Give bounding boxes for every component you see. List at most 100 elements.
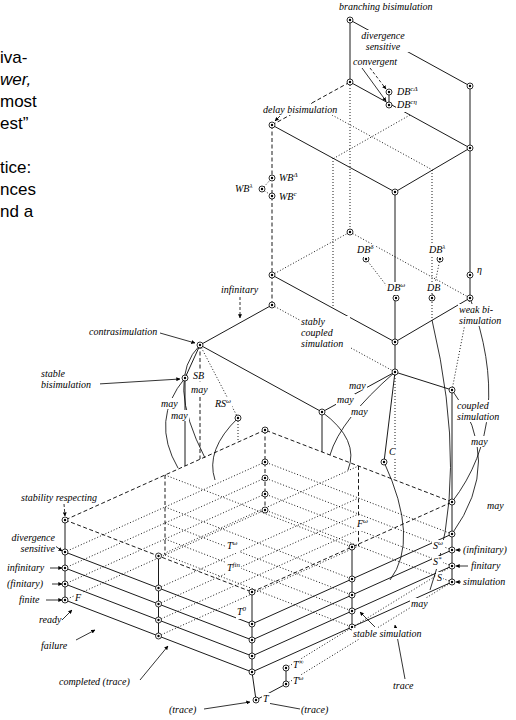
point-ring [381,459,387,465]
point-core [264,493,266,495]
point-core [451,549,453,551]
point-ring [449,499,455,505]
point-ring [62,597,68,603]
symbol-base: S [433,556,438,567]
lattice-point [467,145,473,151]
lattice-line [470,148,471,298]
point-core [388,91,390,93]
leader-arrow [204,702,250,709]
lattice-point [386,89,392,95]
cube-edge [252,502,452,592]
math-label: Tfin [226,562,241,575]
lattice-point [349,576,355,582]
math-label: DBω [386,282,406,295]
symbol-base: F [357,518,363,529]
spectrum-label: delay bisimulation [262,104,338,115]
point-core [394,371,396,373]
spectrum-label: F [74,592,82,603]
point-ring [249,621,255,627]
point-ring [269,302,275,308]
math-label: T∞ [292,659,305,672]
spectrum-label: may [410,598,429,609]
lattice-point [62,565,68,571]
spectrum-label: simulation [462,576,506,587]
spectrum-label: (finitary) [6,578,44,589]
symbol-index: cΔ [410,85,417,93]
spectrum-label: infinitary [6,562,45,573]
math-label: T0 [236,606,247,619]
symbol-base: WB [279,172,293,183]
lattice-point [449,531,455,537]
point-ring [319,409,325,415]
point-ring [349,608,355,614]
cube-grid [165,507,352,579]
point-ring [467,145,473,151]
lattice-line [395,372,396,480]
lattice-point [62,581,68,587]
spectrum-label: (infinitary) [462,544,508,555]
leader-arrow [360,612,375,627]
point-ring [249,653,255,659]
point-core [157,603,159,605]
leader-arrow [50,568,62,569]
point-core [251,623,253,625]
lattice-point [249,637,255,643]
point-ring [386,102,392,108]
point-core [439,258,441,260]
cube-edge [265,494,452,566]
point-ring [467,295,473,301]
point-ring [156,585,162,591]
point-core [451,533,453,535]
point-core [431,297,433,299]
leader-arrow [362,68,386,101]
lattice-point [429,295,435,301]
spectrum-label: stably coupled simulation [300,316,350,349]
symbol-base: T [237,606,243,617]
lattice-line [350,82,351,232]
spectrum-label: η [476,264,483,275]
symbol-base: DB [397,99,410,110]
leader-arrow [62,610,72,620]
point-core [349,231,351,233]
cube-edge [452,502,453,582]
leader-arrow [46,600,62,601]
point-core [349,81,351,83]
point-core [64,567,66,569]
leader-arrow [240,297,241,318]
symbol-base: T [293,675,299,686]
point-core [469,297,471,299]
lattice-line [395,192,396,342]
point-core [451,581,453,583]
lattice-point [62,517,68,523]
point-core [451,565,453,567]
spectrum-label: finite [18,594,41,605]
point-core [271,124,273,126]
point-core [285,667,287,669]
spectrum-label: (trace) [168,704,197,715]
lattice-point [197,342,203,348]
math-label: Tω [226,540,239,553]
point-core [157,587,159,589]
point-core [365,258,367,260]
lattice-line [395,342,396,372]
slide-text: wer, [0,70,31,90]
lattice-point [449,547,455,553]
symbol-base: DB [357,244,370,255]
spectrum-label: DB [426,282,441,293]
slide-text: nces [0,180,36,200]
point-ring [449,563,455,569]
point-ring [386,89,392,95]
symbol-base: DB [387,282,400,293]
point-ring [392,339,398,345]
spectrum-label: may [190,384,209,395]
point-core [64,599,66,601]
lattice-line [272,125,395,192]
point-ring [467,83,473,89]
lattice-point [392,369,398,375]
lattice-point [319,409,325,415]
cube-edge [358,466,359,546]
slide-text: est” [0,114,28,134]
spectrum-label: divergence sensitive [2,532,56,554]
lattice-point [156,617,162,623]
point-ring [249,669,255,675]
